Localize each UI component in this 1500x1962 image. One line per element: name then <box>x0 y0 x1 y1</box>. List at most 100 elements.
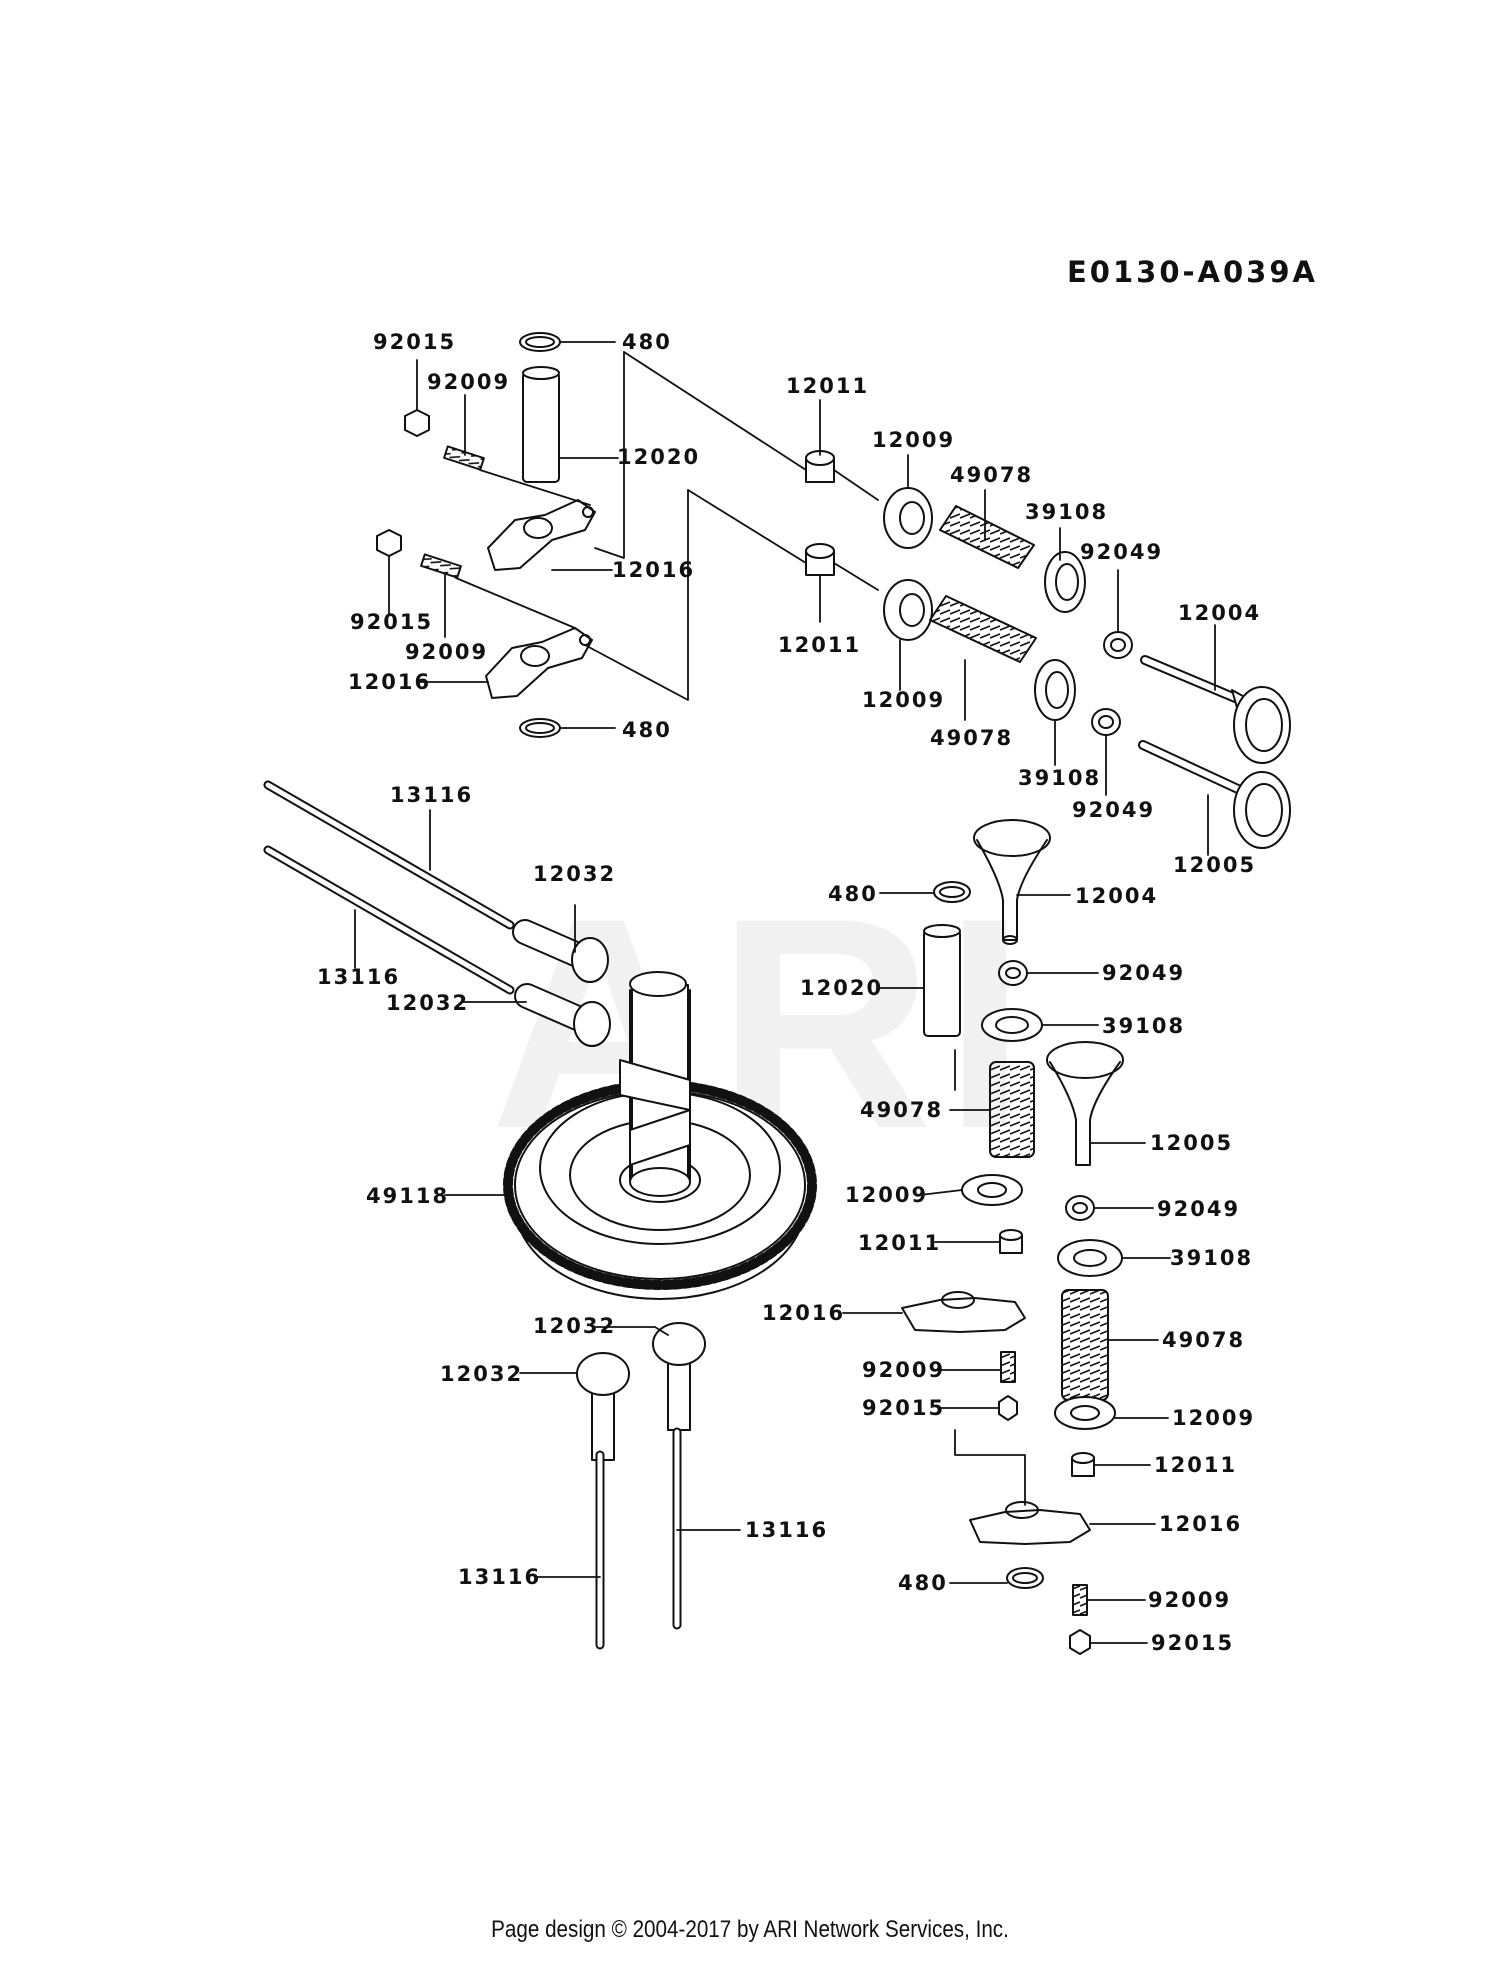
callout-label[interactable]: 12005 <box>1150 1131 1234 1155</box>
callout-label[interactable]: 49078 <box>950 463 1034 487</box>
callout-label[interactable]: 92009 <box>405 640 489 664</box>
tappet-12032-d <box>652 1322 706 1431</box>
collet-12011-d <box>1071 1452 1095 1477</box>
callout-label[interactable]: 92009 <box>1148 1588 1232 1612</box>
callout-label[interactable]: 39108 <box>1170 1246 1254 1270</box>
callout-label[interactable]: 49118 <box>366 1184 450 1208</box>
circlip-480-mid <box>933 881 971 903</box>
callout-label[interactable]: 12004 <box>1178 601 1262 625</box>
valve-spring-49078-d <box>1061 1289 1109 1401</box>
rocker-arm-12016-d <box>969 1501 1091 1545</box>
leader-lines <box>354 341 1216 1644</box>
callout-label[interactable]: 12011 <box>1154 1453 1238 1477</box>
valve-spring-49078-a <box>939 505 1035 569</box>
circlip-480-lower <box>519 718 561 738</box>
collet-12011-c <box>999 1229 1023 1254</box>
circlip-480-bottom <box>1006 1567 1044 1589</box>
rocker-arm-12016-c <box>901 1291 1026 1333</box>
nut-92015-b <box>376 529 402 557</box>
callout-label[interactable]: 480 <box>622 330 672 354</box>
cam-gear-49118 <box>503 1080 817 1300</box>
callout-label[interactable]: 49078 <box>860 1098 944 1122</box>
seat-39108-d <box>1057 1239 1123 1277</box>
tappet-12032-a <box>512 919 609 983</box>
push-rod-13116-b <box>263 845 515 995</box>
callout-label[interactable]: 12016 <box>612 558 696 582</box>
callout-label[interactable]: 92009 <box>862 1358 946 1382</box>
callout-label[interactable]: 92049 <box>1080 540 1164 564</box>
callout-label[interactable]: 12016 <box>348 670 432 694</box>
rocker-arm-12016-b <box>485 627 593 699</box>
nut-92015-a <box>404 409 430 437</box>
diagram-code: E0130-A039A <box>1067 255 1318 289</box>
adjust-screw-92009-b <box>420 553 462 579</box>
callout-label[interactable]: 12011 <box>778 633 862 657</box>
rocker-shaft-12020-lower <box>923 924 961 1037</box>
callout-label[interactable]: 12020 <box>800 976 884 1000</box>
adjust-screw-92009-c <box>1000 1351 1016 1383</box>
callout-label[interactable]: 12032 <box>440 1362 524 1386</box>
callout-label[interactable]: 92009 <box>427 370 511 394</box>
callout-label[interactable]: 92015 <box>350 610 434 634</box>
callout-label[interactable]: 480 <box>622 718 672 742</box>
callout-label[interactable]: 12009 <box>1172 1406 1256 1430</box>
seal-92049-a <box>1103 631 1133 659</box>
valve-spring-49078-b <box>929 595 1037 663</box>
callout-label[interactable]: 92049 <box>1072 798 1156 822</box>
callout-label[interactable]: 92049 <box>1102 961 1186 985</box>
callout-label[interactable]: 49078 <box>930 726 1014 750</box>
callout-label[interactable]: 12009 <box>862 688 946 712</box>
callout-label[interactable]: 39108 <box>1018 766 1102 790</box>
callout-label[interactable]: 49078 <box>1162 1328 1246 1352</box>
seat-39108-a <box>1044 551 1086 613</box>
adjust-screw-92009-a <box>443 445 485 471</box>
nut-92015-c <box>998 1395 1018 1421</box>
callout-label[interactable]: 92015 <box>373 330 457 354</box>
callout-label[interactable]: 12004 <box>1075 884 1159 908</box>
tappet-12032-b <box>514 983 611 1047</box>
rocker-arm-12016-a <box>487 499 596 571</box>
valve-12004-lower <box>973 819 1051 945</box>
callout-label[interactable]: 12005 <box>1173 853 1257 877</box>
callout-label[interactable]: 13116 <box>390 783 474 807</box>
callout-label[interactable]: 92015 <box>1151 1631 1235 1655</box>
retainer-12009-b <box>883 579 933 641</box>
callout-label[interactable]: 39108 <box>1025 500 1109 524</box>
seal-92049-c <box>998 960 1028 986</box>
seal-92049-b <box>1091 708 1121 736</box>
callout-label[interactable]: 39108 <box>1102 1014 1186 1038</box>
callout-label[interactable]: 12020 <box>617 445 701 469</box>
retainer-12009-d <box>1054 1396 1116 1430</box>
callout-label[interactable]: 13116 <box>458 1565 542 1589</box>
callout-label[interactable]: 12009 <box>845 1183 929 1207</box>
callout-label[interactable]: 480 <box>898 1571 948 1595</box>
callout-label[interactable]: 12016 <box>762 1301 846 1325</box>
seat-39108-b <box>1034 659 1076 721</box>
adjust-screw-92009-d <box>1072 1584 1088 1616</box>
callout-label[interactable]: 12032 <box>533 1314 617 1338</box>
rocker-shaft-12020 <box>522 366 560 483</box>
callout-label[interactable]: 92015 <box>862 1396 946 1420</box>
push-rod-13116-a <box>263 780 515 930</box>
callout-label[interactable]: 480 <box>828 882 878 906</box>
callout-label[interactable]: 12016 <box>1159 1512 1243 1536</box>
valve-12005-lower <box>1046 1041 1124 1166</box>
nut-92015-d <box>1069 1629 1091 1655</box>
callout-label[interactable]: 12011 <box>858 1231 942 1255</box>
retainer-12009-a <box>883 487 933 549</box>
valve-spring-49078-c <box>989 1061 1035 1158</box>
callout-label[interactable]: 13116 <box>745 1518 829 1542</box>
callout-label[interactable]: 13116 <box>317 965 401 989</box>
callout-label[interactable]: 92049 <box>1157 1197 1241 1221</box>
callout-label[interactable]: 12009 <box>872 428 956 452</box>
callout-label[interactable]: 12032 <box>533 862 617 886</box>
callout-label[interactable]: 12032 <box>386 991 470 1015</box>
seat-39108-c <box>981 1008 1043 1042</box>
valve-12005-upper <box>1138 740 1291 849</box>
tappet-12032-c <box>576 1352 630 1461</box>
collet-12011-b <box>805 543 835 576</box>
seal-92049-d <box>1065 1195 1095 1221</box>
callout-label[interactable]: 12011 <box>786 374 870 398</box>
